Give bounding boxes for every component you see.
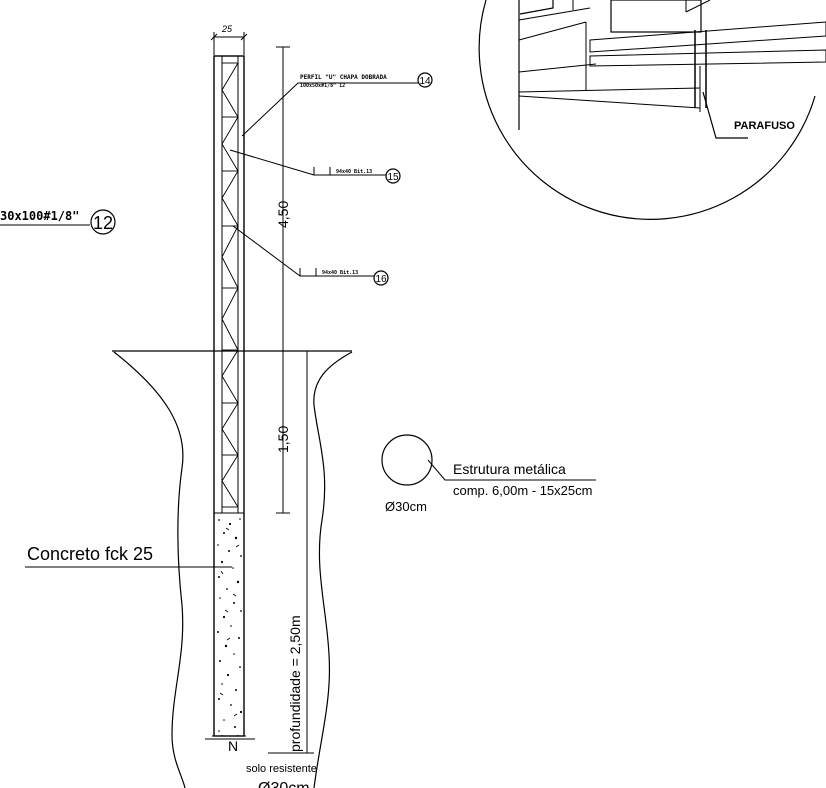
tag-16-leader xyxy=(232,225,374,277)
parafuso-label: PARAFUSO xyxy=(734,120,795,132)
section-title: Estrutura metálica xyxy=(453,461,566,477)
dim-150-line xyxy=(276,350,290,514)
detail-circle xyxy=(478,0,826,220)
tag-15-leader xyxy=(229,149,386,176)
tag-16-circle xyxy=(373,270,389,286)
dim-150-text: 1,50 xyxy=(275,426,291,453)
tag-15-number: 15 xyxy=(387,172,399,183)
concrete-fill xyxy=(214,512,244,735)
bottom-diameter: Ø30cm xyxy=(258,780,310,788)
tag-12-number: 12 xyxy=(93,213,113,233)
section-diameter: Ø30cm xyxy=(385,499,427,514)
width-dimension-text: 25 xyxy=(221,24,233,34)
dim-depth-text: profundidade = 2,50m xyxy=(287,615,303,752)
tag-12-text: 30x100#1/8" xyxy=(0,209,79,223)
tag-15-profile: 94x40 Bit.13 xyxy=(336,169,372,175)
section-circle xyxy=(381,434,596,486)
metal-column xyxy=(212,55,246,737)
solo-label: solo resistente xyxy=(246,763,317,775)
tag-14-circle xyxy=(417,72,433,88)
section-subtitle: comp. 6,00m - 15x25cm xyxy=(453,483,592,498)
tag-14-number: 14 xyxy=(419,76,431,87)
width-dimension xyxy=(210,32,248,55)
tag-12-circle xyxy=(90,209,116,235)
dim-450-text: 4,50 xyxy=(275,201,291,228)
dim-depth-line xyxy=(268,350,314,754)
tag-16-profile: 94x40 Bit.13 xyxy=(322,270,358,276)
tag-14-text: PERFIL "U" CHAPA DOBRADA xyxy=(300,74,387,81)
tag-14-leader xyxy=(241,82,418,137)
concrete-label: Concreto fck 25 xyxy=(27,544,153,564)
tag-16-number: 16 xyxy=(375,274,387,285)
tag-14-subtext: 100x50x#1/8" 12 xyxy=(300,83,345,89)
tag-15-circle xyxy=(385,168,401,184)
north-label: N xyxy=(228,738,238,754)
